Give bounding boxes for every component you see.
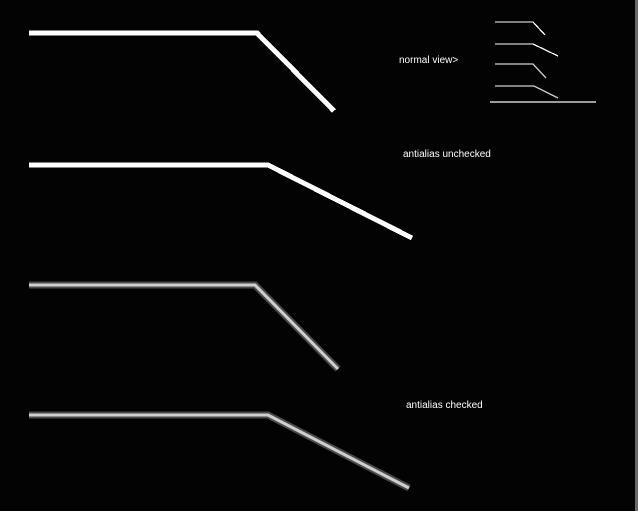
normal-view-label: normal view> <box>399 55 459 66</box>
preview-line-3 <box>495 63 547 79</box>
aliased-line-shallow <box>29 162 414 241</box>
antialiased-line-steep <box>29 283 340 371</box>
antialias-checked-label: antialias checked <box>406 400 483 411</box>
antialiased-line-shallow-halo <box>29 411 411 492</box>
preview-line-2 <box>495 43 559 57</box>
preview-line-1 <box>495 21 546 36</box>
preview-line-4 <box>495 85 559 99</box>
antialiased-line-steep-halo <box>29 281 341 372</box>
aliased-line-steep <box>29 30 336 113</box>
antialias-unchecked-label: antialias unchecked <box>403 149 491 160</box>
antialiased-line-shallow <box>29 413 410 490</box>
window-border <box>635 0 638 511</box>
